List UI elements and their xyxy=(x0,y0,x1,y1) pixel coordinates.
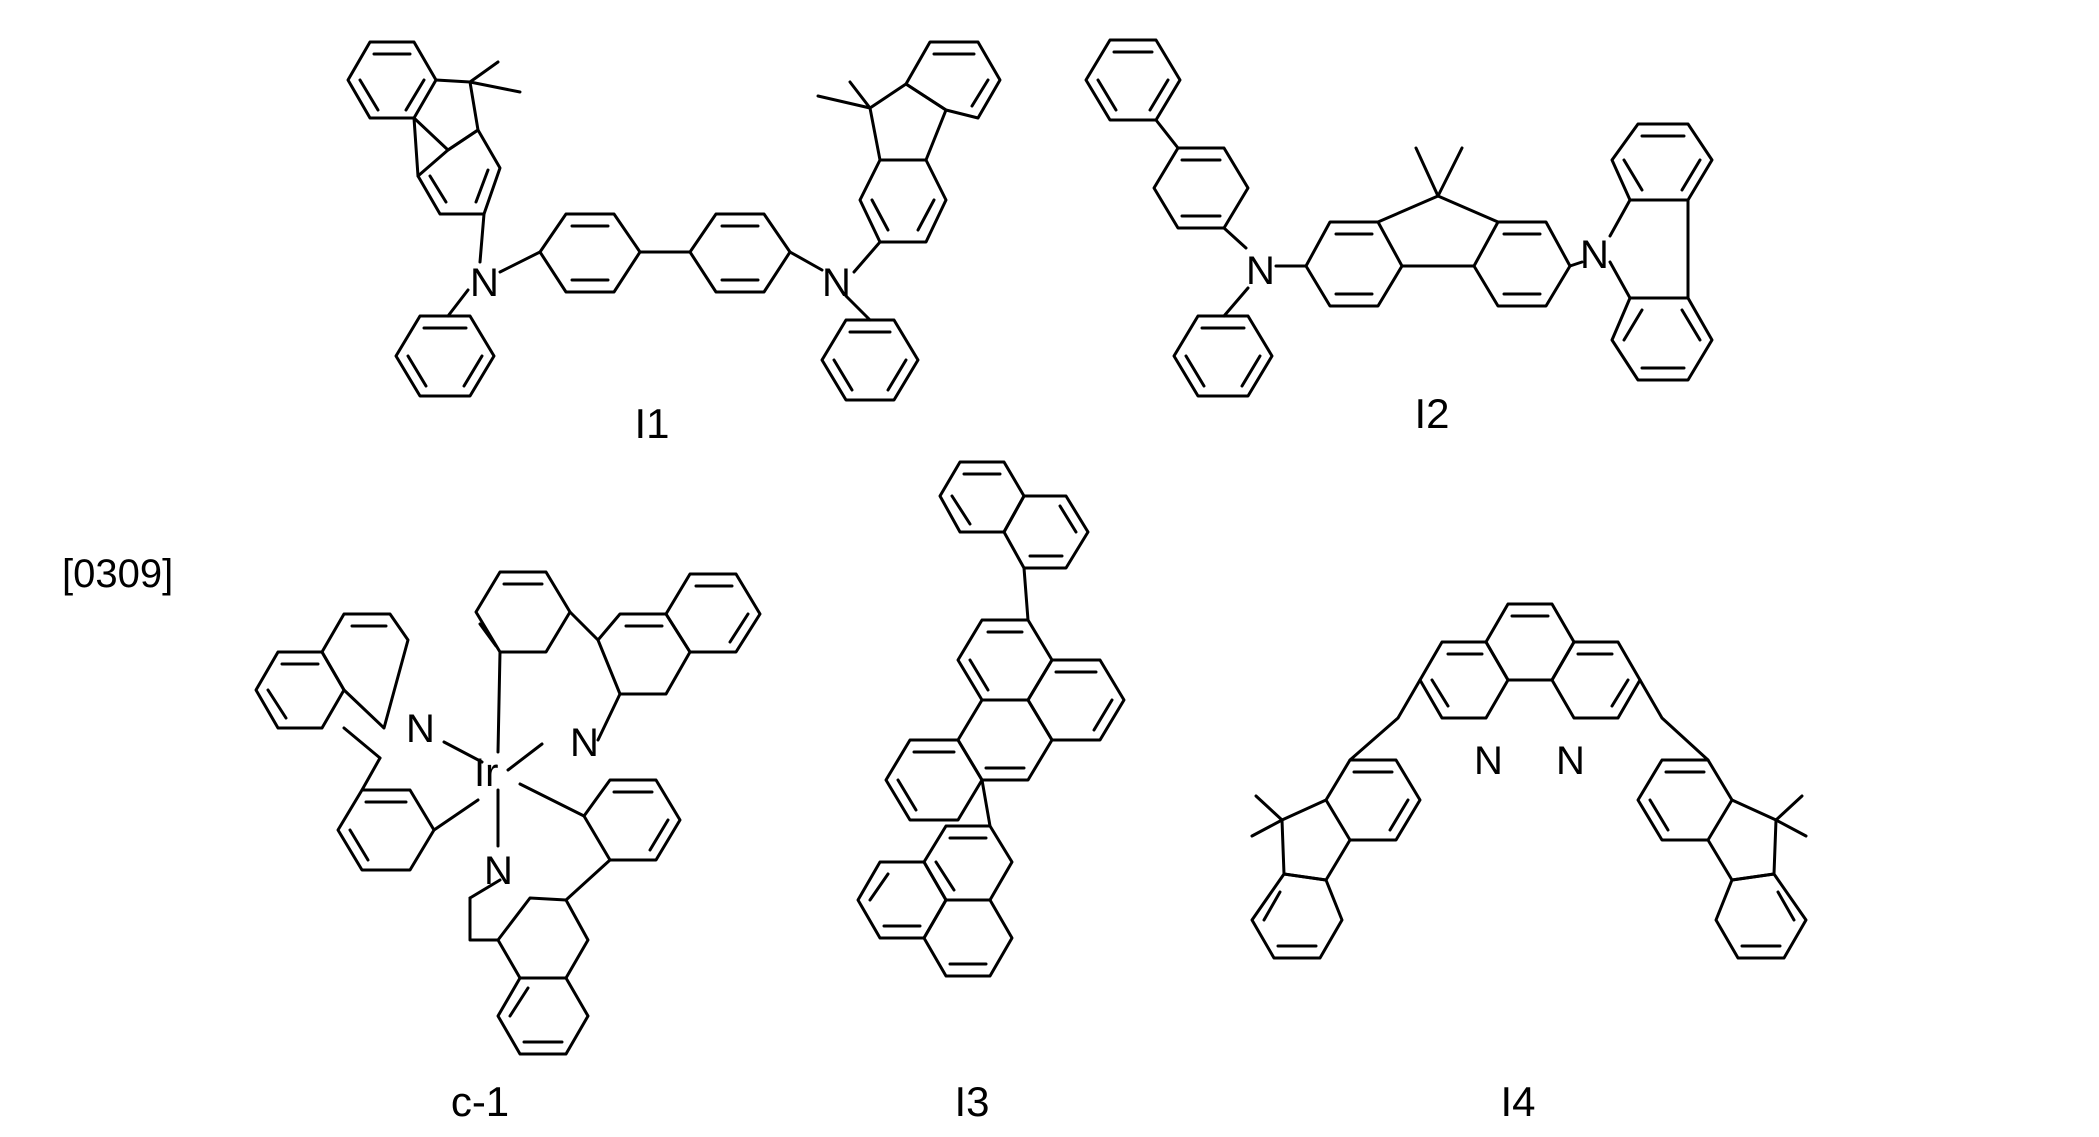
label-I1: I1 xyxy=(634,400,669,447)
atom-N-i4-right: N xyxy=(1556,739,1585,783)
label-I3: I3 xyxy=(954,1078,989,1125)
atom-Ir: Ir xyxy=(474,751,498,795)
structure-I3 xyxy=(856,460,1126,978)
structure-I1: N N xyxy=(346,40,1002,402)
atom-N-c1-left: N xyxy=(406,707,435,751)
label-I4: I4 xyxy=(1500,1078,1535,1125)
structure-I2: N N xyxy=(1084,38,1714,398)
atom-N-c1-top: N xyxy=(570,721,599,765)
structure-I4: N N xyxy=(1250,602,1808,960)
atom-N-i2-right: N xyxy=(1580,233,1609,277)
atom-N-i2-left: N xyxy=(1246,249,1275,293)
label-I2: I2 xyxy=(1414,390,1449,437)
paragraph-ref: [0309] xyxy=(62,552,173,596)
atom-N-i4-left: N xyxy=(1474,739,1503,783)
atom-N-i1-left: N xyxy=(470,261,499,305)
label-c-1: c-1 xyxy=(451,1078,509,1125)
structure-c-1: Ir N N N xyxy=(254,570,762,1056)
